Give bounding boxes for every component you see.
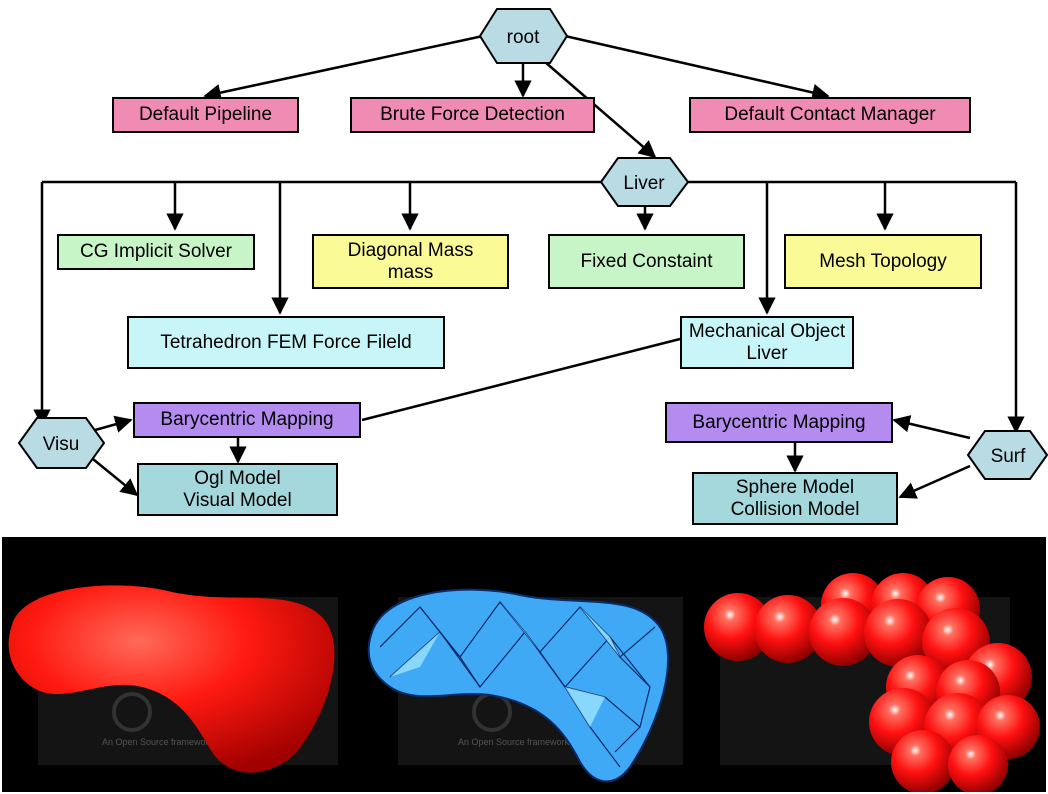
node-visu: Visu [17, 417, 106, 469]
mesh-highlights [390, 602, 620, 727]
ogl-model-label: Ogl Model [194, 467, 281, 489]
render-strip: An Open Source framework An Open Source … [2, 537, 1046, 792]
default-pipeline-label: Default Pipeline [138, 104, 273, 125]
default-pipeline-box: Default Pipeline [112, 97, 299, 133]
edge-surf-sphere [898, 464, 971, 499]
brute-force-detection-label: Brute Force Detection [380, 104, 565, 125]
watermark-text-mid: An Open Source framework [458, 737, 570, 747]
fem-mesh-render: An Open Source framework [367, 588, 683, 783]
barycentric-mapping-left-label: Barycentric Mapping [160, 409, 334, 430]
sphere-model-label: Sphere Model [735, 476, 855, 498]
mesh-topology-box: Mesh Topology [784, 234, 982, 289]
node-visu-label: Visu [43, 434, 80, 455]
edge-root-default-pipeline [203, 34, 484, 102]
edge-visu-ogl [87, 454, 139, 497]
node-liver: Liver [599, 157, 690, 207]
liver-surface-shape [8, 585, 335, 773]
fixed-constraint-box: Fixed Constaint [548, 234, 745, 289]
node-surf-label: Surf [991, 446, 1027, 467]
cg-implicit-solver-box: CG Implicit Solver [57, 234, 255, 270]
diagonal-mass-label: Diagonal Mass [347, 239, 474, 261]
default-contact-manager-box: Default Contact Manager [689, 97, 971, 133]
tetrahedron-fem-box: Tetrahedron FEM Force Fileld [127, 316, 445, 369]
sphere-model-sublabel: Collision Model [730, 498, 860, 520]
edge-root-liver [544, 61, 657, 159]
cg-implicit-solver-label: CG Implicit Solver [79, 241, 233, 262]
diagonal-mass-sublabel: mass [387, 261, 434, 283]
edge-surf-bary-right [892, 415, 971, 440]
mesh-topology-label: Mesh Topology [819, 250, 947, 272]
node-liver-label: Liver [623, 173, 665, 194]
scene-graph-diagram: root Liver Visu Surf [17, 8, 1048, 499]
collision-spheres-render [704, 573, 1040, 792]
node-root-label: root [507, 27, 540, 48]
node-root: root [478, 8, 569, 64]
brute-force-detection-box: Brute Force Detection [350, 97, 595, 133]
default-contact-manager-label: Default Contact Manager [724, 104, 936, 125]
edge-root-contact-manager [564, 34, 830, 102]
logo-watermark-left [112, 692, 152, 732]
barycentric-mapping-right-box: Barycentric Mapping [665, 402, 893, 443]
mechanical-object-sublabel: Liver [746, 342, 788, 364]
barycentric-mapping-right-label: Barycentric Mapping [692, 411, 866, 433]
barycentric-mapping-left-box: Barycentric Mapping [133, 402, 361, 438]
visual-model-render: An Open Source framework [8, 585, 338, 773]
watermark-text-left: An Open Source framework [102, 737, 214, 747]
collision-spheres [704, 573, 1040, 792]
ogl-model-sublabel: Visual Model [183, 489, 292, 511]
tetrahedron-fem-label: Tetrahedron FEM Force Fileld [160, 331, 412, 353]
edge-mechanical-bary-left [361, 337, 681, 422]
node-surf: Surf [966, 430, 1048, 480]
mechanical-object-label: Mechanical Object [688, 320, 846, 342]
fixed-constraint-label: Fixed Constaint [580, 250, 713, 272]
